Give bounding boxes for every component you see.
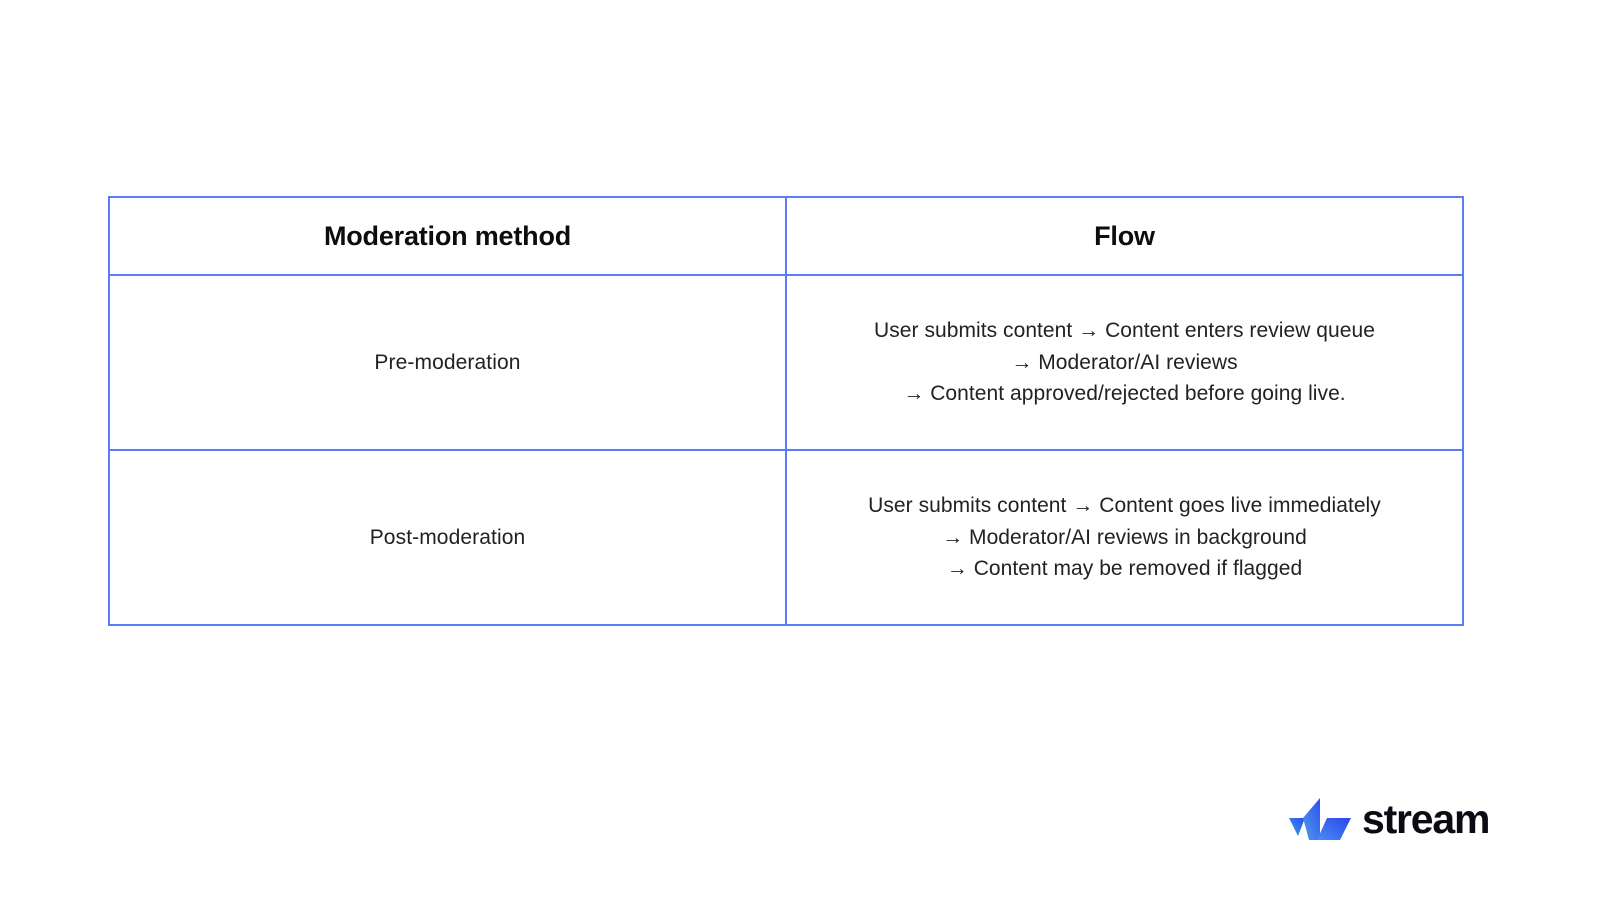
moderation-comparison-table: Moderation method Flow Pre-moderation Us… [108,196,1464,626]
flow-line: → Content may be removed if flagged [946,557,1303,581]
flow-line: User submits content → Content goes live… [868,493,1381,517]
flow-line: User submits content → Content enters re… [874,318,1375,342]
table: Moderation method Flow Pre-moderation Us… [108,196,1464,626]
table-header-row: Moderation method Flow [108,196,1464,276]
column-header-flow: Flow [785,196,1464,276]
stream-logo-mark-icon [1289,798,1351,840]
flow-line: → Moderator/AI reviews [1011,350,1238,374]
stream-logo: stream [1289,795,1490,842]
cell-flow-post-moderation: User submits content → Content goes live… [785,449,1464,626]
table-row: Post-moderation User submits content → C… [108,449,1464,626]
table-header: Moderation method Flow [108,196,1464,276]
column-header-moderation-method: Moderation method [108,196,787,276]
cell-flow-pre-moderation: User submits content → Content enters re… [785,274,1464,451]
stream-logo-wordmark: stream [1362,795,1490,842]
flow-line: → Moderator/AI reviews in background [942,525,1307,549]
cell-method-post-moderation: Post-moderation [108,449,787,626]
flow-line: → Content approved/rejected before going… [903,382,1346,406]
table-row: Pre-moderation User submits content → Co… [108,274,1464,451]
table-body: Pre-moderation User submits content → Co… [108,274,1464,626]
cell-method-pre-moderation: Pre-moderation [108,274,787,451]
